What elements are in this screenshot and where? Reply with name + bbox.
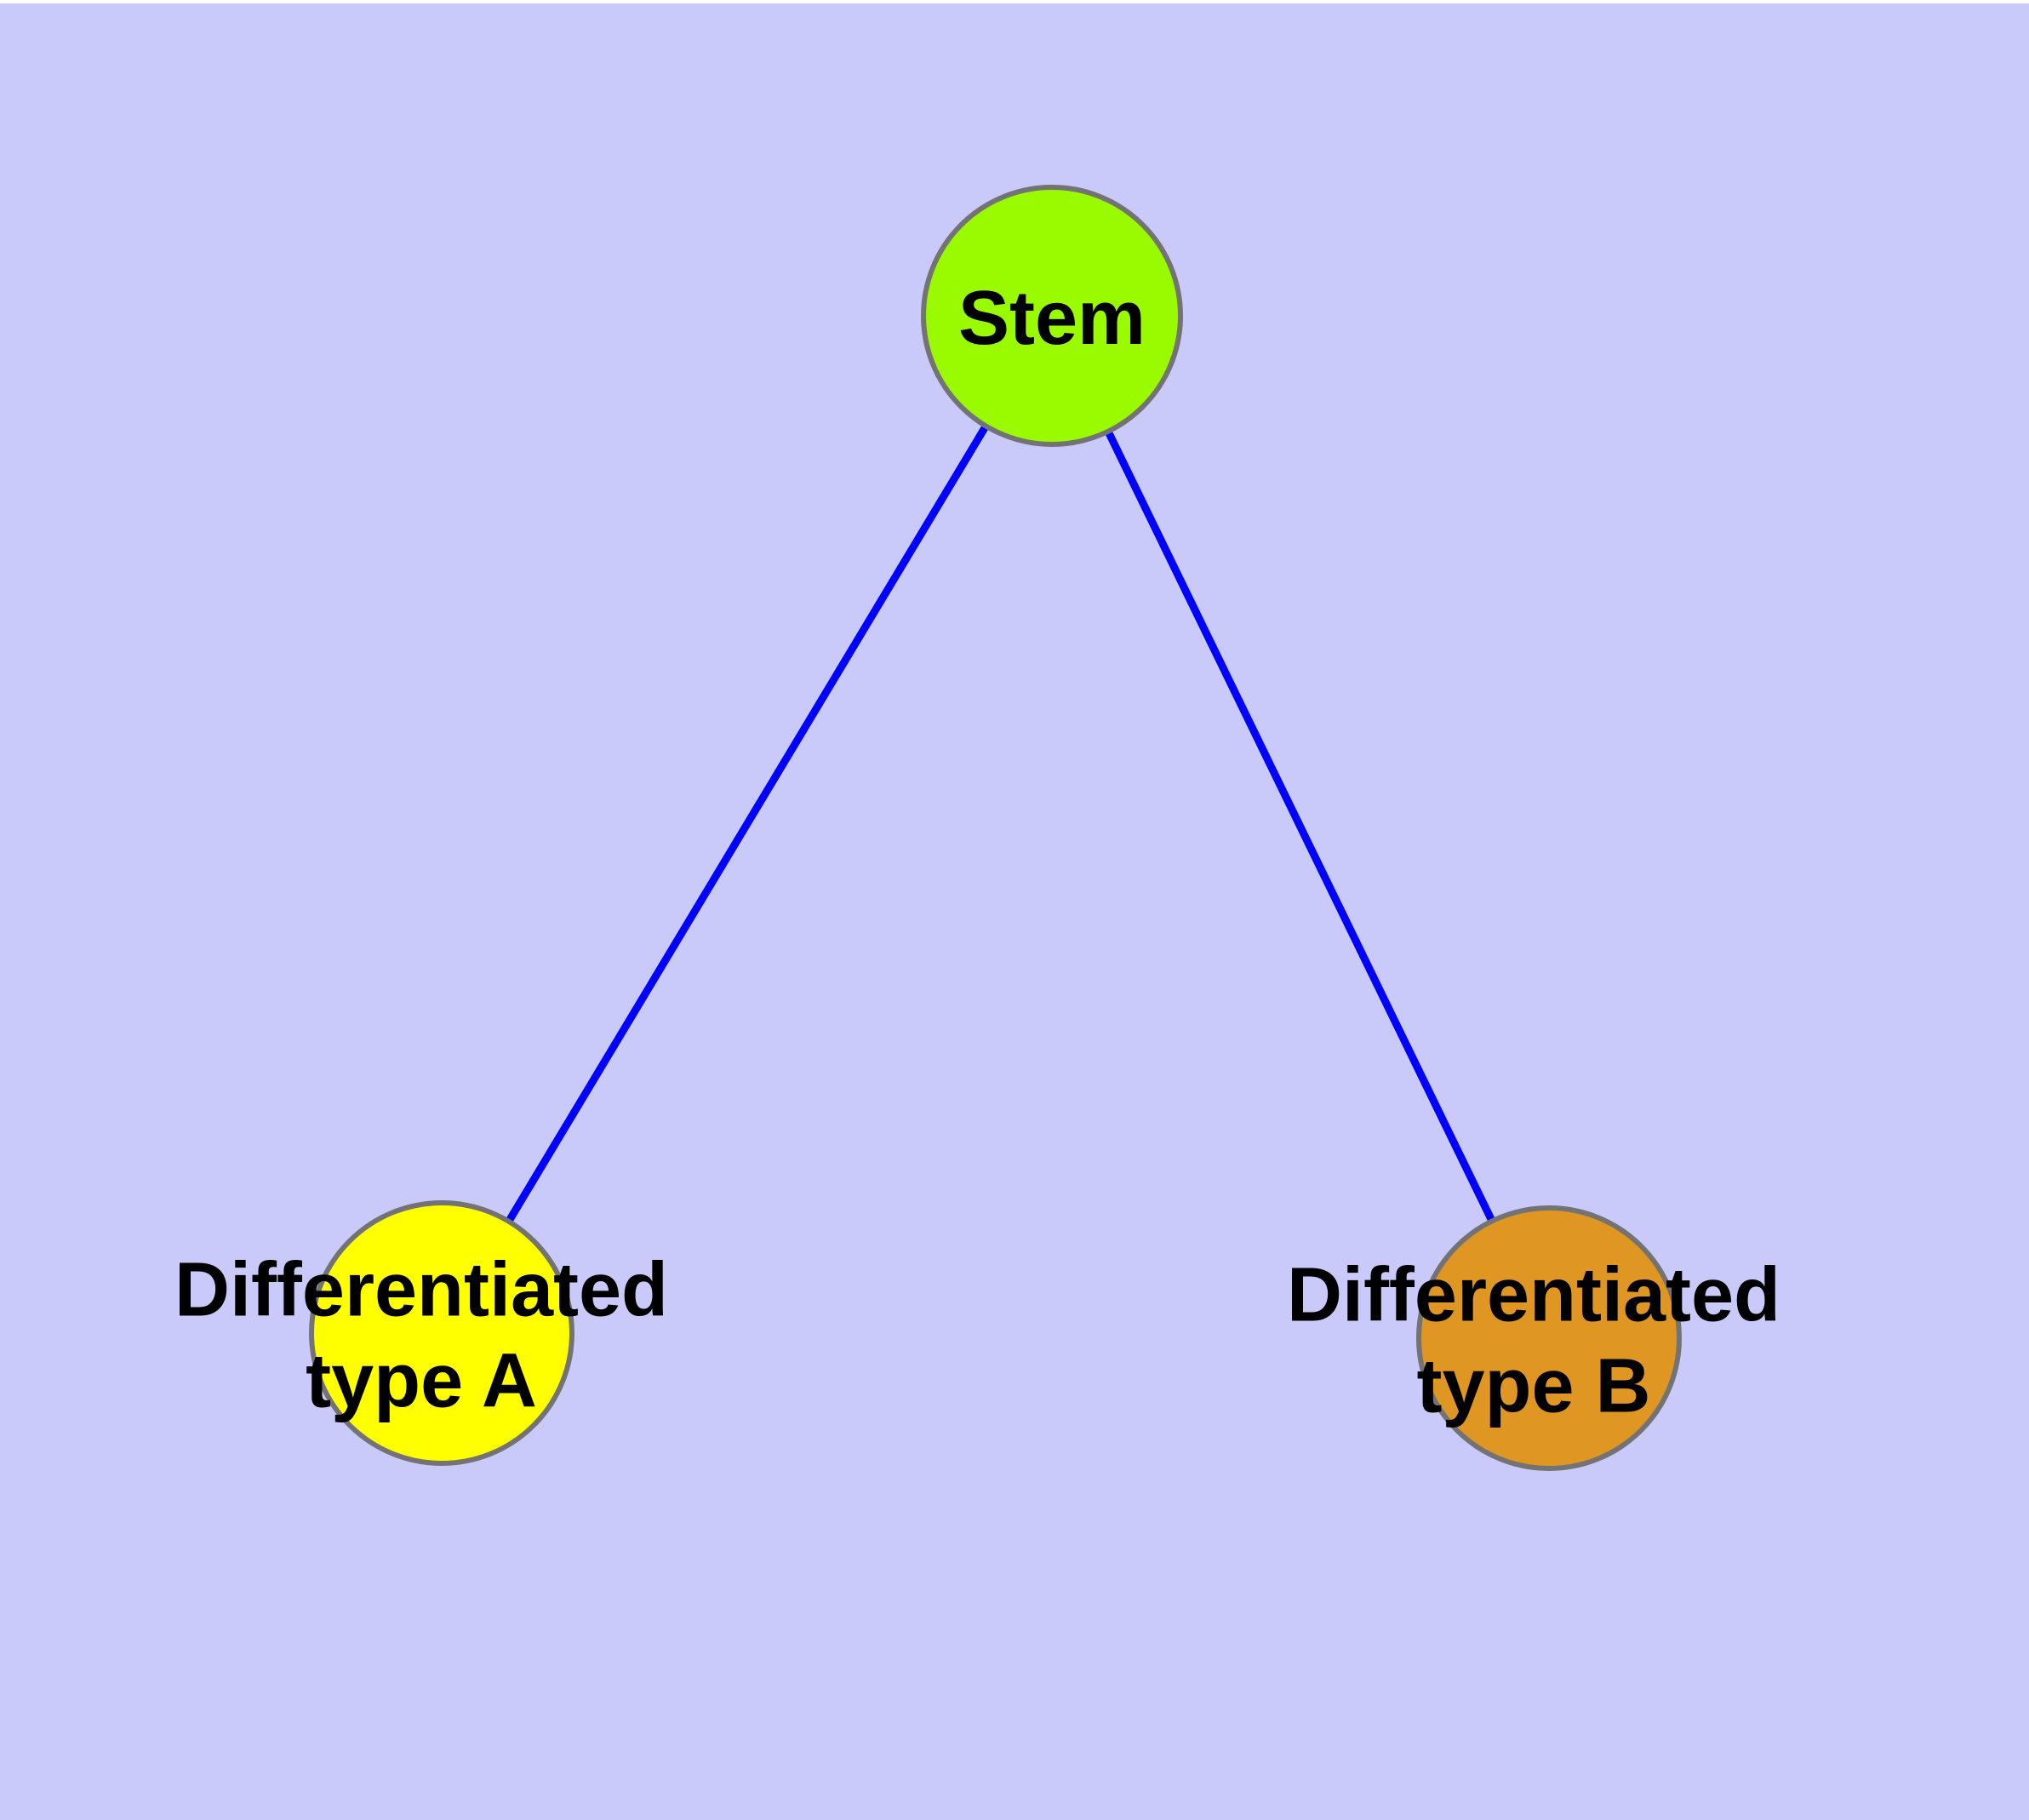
node-label-line: Differentiated [1287, 1253, 1780, 1338]
edge-stem-to-differentiated-type-b [1048, 314, 1553, 1340]
edge-stem-to-differentiated-type-a [438, 313, 1055, 1336]
node-label-line: type B [1416, 1344, 1650, 1429]
node-label-stem: Stem [958, 276, 1146, 361]
node-label-line: Differentiated [174, 1248, 668, 1333]
node-label-line: Stem [958, 276, 1146, 361]
nodes-layer [309, 185, 1682, 1471]
node-label-line: type A [306, 1339, 537, 1424]
top-edge [0, 0, 2029, 3]
node-differentiated-type-b [1416, 1205, 1682, 1471]
node-stem [921, 185, 1183, 447]
node-differentiated-type-a [309, 1200, 574, 1466]
edges-layer [438, 313, 1553, 1340]
